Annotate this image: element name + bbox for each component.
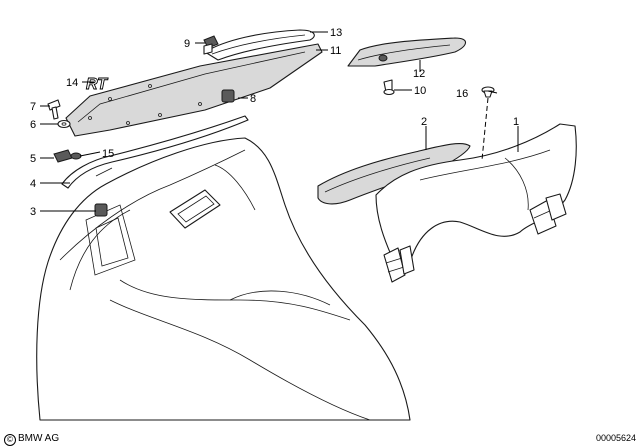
callout-15: 15 (102, 148, 114, 160)
callout-4: 4 (30, 178, 36, 190)
grommet-15 (70, 152, 82, 160)
copyright-notice: ©BMW AG (4, 433, 59, 446)
buffer-3 (94, 203, 108, 217)
edge-strip (61, 115, 249, 189)
callout-6: 6 (30, 119, 36, 131)
washer-6 (57, 119, 71, 129)
callout-5: 5 (30, 153, 36, 165)
copyright-icon: © (4, 434, 16, 446)
callout-labels: 1 2 3 4 5 6 7 8 9 10 11 12 13 14 15 16 (30, 27, 519, 218)
mirror-bracket (347, 37, 467, 67)
emblem-text: RT (86, 76, 108, 93)
callout-7: 7 (30, 101, 36, 113)
windscreen (65, 43, 323, 137)
clip-9 (203, 35, 219, 55)
screw-7 (47, 99, 61, 120)
callout-16: 16 (456, 88, 468, 100)
callout-1: 1 (513, 116, 519, 128)
copyright-text: BMW AG (18, 433, 60, 444)
rt-emblem: RT (86, 76, 109, 94)
screw-10 (383, 79, 395, 96)
callout-9: 9 (184, 38, 190, 50)
callout-12: 12 (413, 68, 425, 80)
grommet-8 (221, 89, 235, 103)
callout-2: 2 (421, 116, 427, 128)
upper-trim (204, 29, 315, 61)
callout-3: 3 (30, 206, 36, 218)
side-fairing (375, 123, 577, 283)
fairing-body (36, 137, 411, 421)
callout-13: 13 (330, 27, 342, 39)
callout-8: 8 (250, 93, 256, 105)
callout-14: 14 (66, 77, 78, 89)
callout-10: 10 (414, 85, 426, 97)
drawing-number: 00005624 (595, 433, 636, 443)
callout-11: 11 (330, 45, 341, 57)
side-trim-panel (317, 143, 471, 205)
nut-5 (53, 149, 73, 163)
leader-lines (40, 31, 519, 212)
